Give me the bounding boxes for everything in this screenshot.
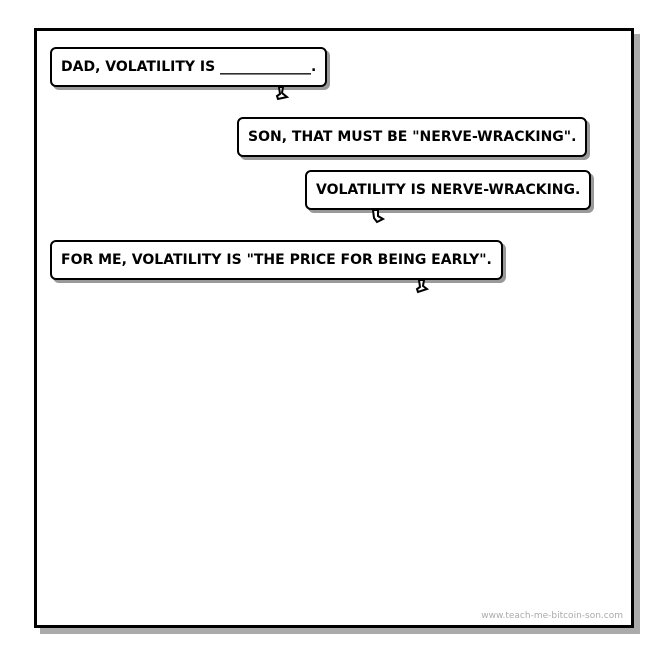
speech-bubble-2: SON, THAT MUST BE "NERVE-WRACKING". (237, 117, 588, 157)
bubble-tail-3 (371, 210, 385, 224)
speech-bubble-3: VOLATILITY IS NERVE-WRACKING. (305, 170, 592, 210)
comic-panel: DAD, VOLATILITY IS _____________. SON, T… (34, 28, 634, 628)
speech-bubble-4: FOR ME, VOLATILITY IS "THE PRICE FOR BEI… (50, 240, 503, 280)
bubble-tail-4 (415, 280, 429, 294)
bubble-tail-1 (275, 87, 289, 101)
site-credit: www.teach-me-bitcoin-son.com (481, 611, 623, 621)
speech-bubble-1: DAD, VOLATILITY IS _____________. (50, 47, 328, 87)
